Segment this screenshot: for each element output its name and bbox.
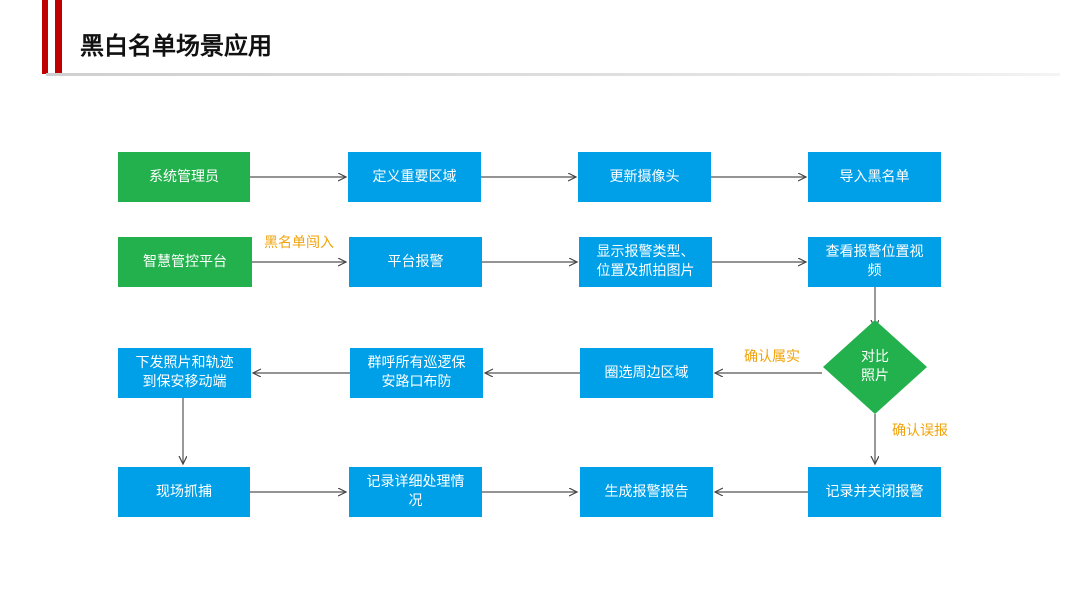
node-on-site-capture: 现场抓捕 [118, 467, 250, 517]
accent-bar-left [42, 0, 48, 74]
decision-compare-photo: 对比 照片 [861, 349, 889, 384]
title-divider [46, 73, 1060, 76]
accent-bar-right [55, 0, 62, 74]
node-view-alarm-video: 查看报警位置视 频 [808, 237, 941, 287]
node-record-details: 记录详细处理情 况 [349, 467, 482, 517]
node-system-admin: 系统管理员 [118, 152, 250, 202]
node-update-camera: 更新摄像头 [578, 152, 711, 202]
note-blacklist-entry: 黑名单闯入 [264, 235, 334, 251]
node-import-blacklist: 导入黑名单 [808, 152, 941, 202]
node-send-photo-track: 下发照片和轨迹 到保安移动端 [118, 348, 251, 398]
node-smart-platform: 智慧管控平台 [118, 237, 252, 287]
node-show-alarm-info: 显示报警类型、 位置及抓拍图片 [579, 237, 712, 287]
note-confirm-true: 确认属实 [744, 349, 800, 365]
node-generate-report: 生成报警报告 [580, 467, 713, 517]
node-record-close-alarm: 记录并关闭报警 [808, 467, 941, 517]
node-platform-alarm: 平台报警 [349, 237, 482, 287]
node-circle-area: 圈选周边区域 [580, 348, 713, 398]
node-define-area: 定义重要区域 [348, 152, 481, 202]
page-title: 黑白名单场景应用 [80, 32, 272, 60]
node-group-call-guards: 群呼所有巡逻保 安路口布防 [350, 348, 483, 398]
note-confirm-false: 确认误报 [892, 423, 948, 439]
